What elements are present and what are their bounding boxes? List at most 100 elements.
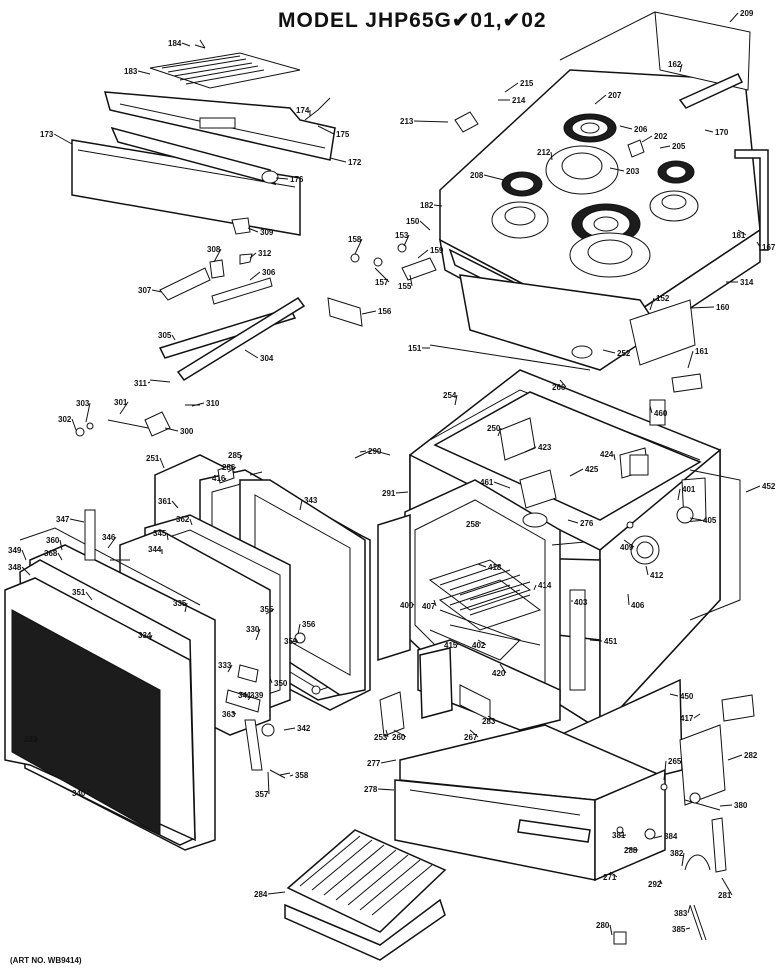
leader-line (299, 499, 303, 511)
part-number-label: 382 (670, 849, 684, 858)
leader-line (385, 729, 389, 738)
leader-line (53, 133, 73, 145)
part-number-label: 153 (395, 231, 409, 240)
part-number-label: 380 (734, 801, 748, 810)
part-number-label: 340 (72, 789, 86, 798)
part-number-label: 288 (624, 846, 638, 855)
leader-line (504, 82, 519, 93)
part-number-label: 450 (680, 692, 694, 701)
part-number-label: 252 (617, 349, 631, 358)
part-number-label: 406 (631, 601, 645, 610)
leader-line (247, 227, 259, 233)
part-number-label: 205 (672, 142, 686, 151)
part-number-label: 333 (218, 661, 232, 670)
leader-line (433, 599, 437, 607)
leader-line (645, 565, 649, 576)
part-number-label: 161 (695, 347, 709, 356)
part-number-label: 215 (520, 79, 534, 88)
burner-control-parts (75, 217, 306, 437)
leader-line (289, 774, 294, 777)
part-number-label: 349 (8, 546, 22, 555)
part-number-label: 281 (718, 891, 732, 900)
leader-line (687, 350, 694, 369)
part-number-label: 417 (680, 714, 694, 723)
leader-line (613, 453, 616, 461)
part-number-label: 167 (762, 243, 776, 252)
leader-line (627, 593, 630, 606)
part-number-label: 361 (158, 497, 172, 506)
part-number-label: 400 (400, 601, 414, 610)
part-number-label: 401 (682, 485, 696, 494)
leader-line (329, 157, 347, 163)
leader-line (609, 924, 613, 936)
part-number-label: 250 (487, 424, 501, 433)
art-number: (ART NO. WB9414) (10, 956, 82, 965)
leader-line (380, 759, 397, 764)
leader-line (69, 518, 85, 523)
part-number-label: 310 (206, 399, 220, 408)
leader-line (85, 789, 91, 794)
leader-line (567, 519, 579, 524)
part-number-label: 212 (537, 148, 551, 157)
leader-line (559, 379, 567, 388)
leader-line (231, 711, 237, 715)
leader-line (85, 591, 93, 601)
part-number-label: 308 (207, 245, 221, 254)
leader-line (745, 485, 761, 493)
part-number-label: 407 (422, 602, 436, 611)
part-number-label: 303 (76, 399, 90, 408)
part-number-label: 451 (604, 637, 618, 646)
part-number-label: 355 (260, 605, 274, 614)
leader-line (719, 804, 733, 807)
leader-line (659, 145, 671, 149)
part-number-label: 330 (246, 625, 260, 634)
leader-line (171, 500, 179, 509)
part-number-label: 420 (492, 669, 506, 678)
leader-line (689, 517, 702, 521)
part-number-label: 344 (148, 545, 162, 554)
part-number-label: 285 (228, 451, 242, 460)
part-number-label: 203 (626, 167, 640, 176)
part-number-label: 412 (650, 571, 664, 580)
part-number-label: 278 (364, 785, 378, 794)
leader-line (693, 713, 701, 719)
part-number-label: 181 (732, 231, 746, 240)
part-number-label: 461 (480, 478, 494, 487)
leader-line (653, 835, 663, 839)
leader-line (184, 602, 188, 613)
cooktop-assembly (439, 11, 769, 371)
leader-line (623, 539, 635, 548)
leader-line (393, 729, 407, 738)
part-number-label: 155 (398, 282, 412, 291)
leader-line (589, 639, 603, 642)
leader-line (619, 125, 633, 130)
part-number-label: 290 (368, 447, 382, 456)
leader-line (625, 847, 639, 851)
leader-line (649, 405, 653, 414)
leader-line (227, 466, 237, 473)
leader-line (533, 584, 537, 591)
leader-line (619, 834, 627, 837)
part-number-label: 284 (254, 890, 268, 899)
leader-line (721, 877, 733, 896)
leader-line (403, 234, 410, 247)
part-number-label: 415 (444, 641, 458, 650)
leader-line (477, 563, 487, 568)
leader-line (524, 446, 537, 453)
leader-line (469, 729, 479, 738)
leader-line (21, 566, 31, 576)
part-number-label: 460 (654, 409, 668, 418)
leader-line (354, 238, 363, 255)
part-number-label: 312 (258, 249, 272, 258)
leader-line (359, 450, 367, 453)
part-number-label: 151 (408, 344, 422, 353)
part-number-label: 414 (538, 581, 552, 590)
leader-line (417, 249, 429, 259)
part-number-label: 300 (180, 427, 194, 436)
part-number-label: 184 (168, 39, 182, 48)
leader-line (729, 12, 739, 23)
part-number-label: 150 (406, 217, 420, 226)
part-number-label: 301 (114, 398, 128, 407)
part-number-label: 209 (740, 9, 754, 18)
